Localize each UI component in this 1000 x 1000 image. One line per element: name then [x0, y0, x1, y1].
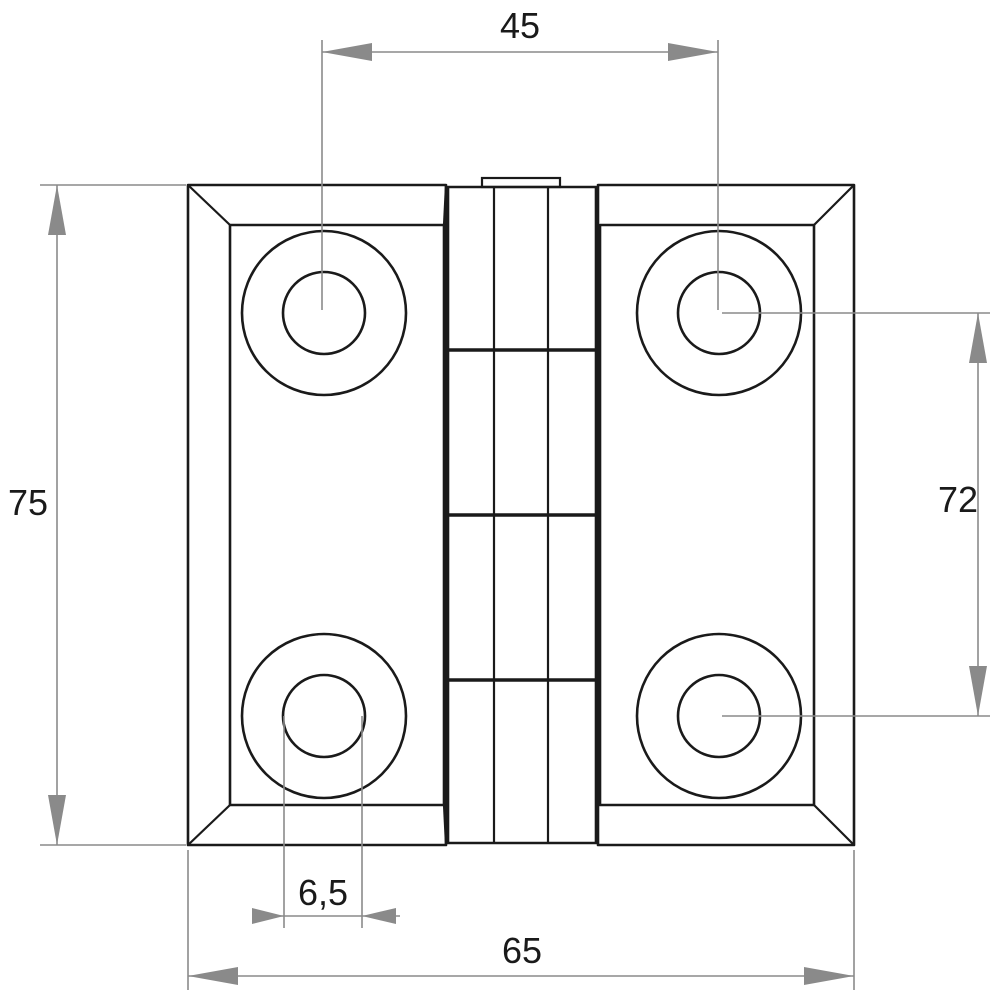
left-leaf-inner [228, 223, 446, 807]
arrowhead [969, 313, 987, 363]
arrowhead [969, 666, 987, 716]
dimension-overall-height: 75 [8, 184, 186, 846]
dimension-hole-diameter: 6,5 [252, 716, 400, 928]
hole-circle [281, 673, 367, 759]
dimension-label-75: 75 [8, 482, 48, 523]
hinge-knuckle [446, 176, 598, 845]
right-leaf-bevel [813, 184, 855, 226]
arrowhead [252, 908, 284, 924]
arrowhead [48, 185, 66, 235]
dimension-label-45: 45 [500, 5, 540, 46]
left-leaf-bevel [442, 804, 448, 846]
right-leaf-bevel [813, 804, 855, 846]
arrowhead [804, 967, 854, 985]
arrowhead [362, 908, 396, 924]
right-hinge-leaf [596, 183, 856, 847]
dimension-label-72: 72 [938, 479, 978, 520]
arrowhead [48, 795, 66, 845]
left-leaf-outer [186, 183, 448, 847]
countersink-circle [240, 229, 408, 397]
dimension-label-6-5: 6,5 [298, 872, 348, 913]
left-leaf-bevel [187, 184, 231, 226]
mounting-hole-top-left [240, 229, 408, 397]
dimension-overall-width: 65 [187, 850, 855, 990]
arrowhead [668, 43, 718, 61]
right-leaf-inner [598, 223, 816, 807]
pin-cap [480, 176, 562, 189]
left-hinge-leaf [186, 183, 448, 847]
mounting-hole-bottom-left [240, 632, 408, 800]
arrowhead [322, 43, 372, 61]
left-leaf-bevel [187, 804, 231, 846]
left-leaf-bevel [442, 184, 448, 226]
dimension-label-65: 65 [502, 930, 542, 971]
right-leaf-outer [596, 183, 856, 847]
dimension-hole-spacing-horizontal: 45 [321, 5, 719, 310]
dimension-hole-spacing-vertical: 72 [722, 312, 990, 717]
countersink-circle [240, 632, 408, 800]
hole-circle [281, 270, 367, 356]
arrowhead [188, 967, 238, 985]
